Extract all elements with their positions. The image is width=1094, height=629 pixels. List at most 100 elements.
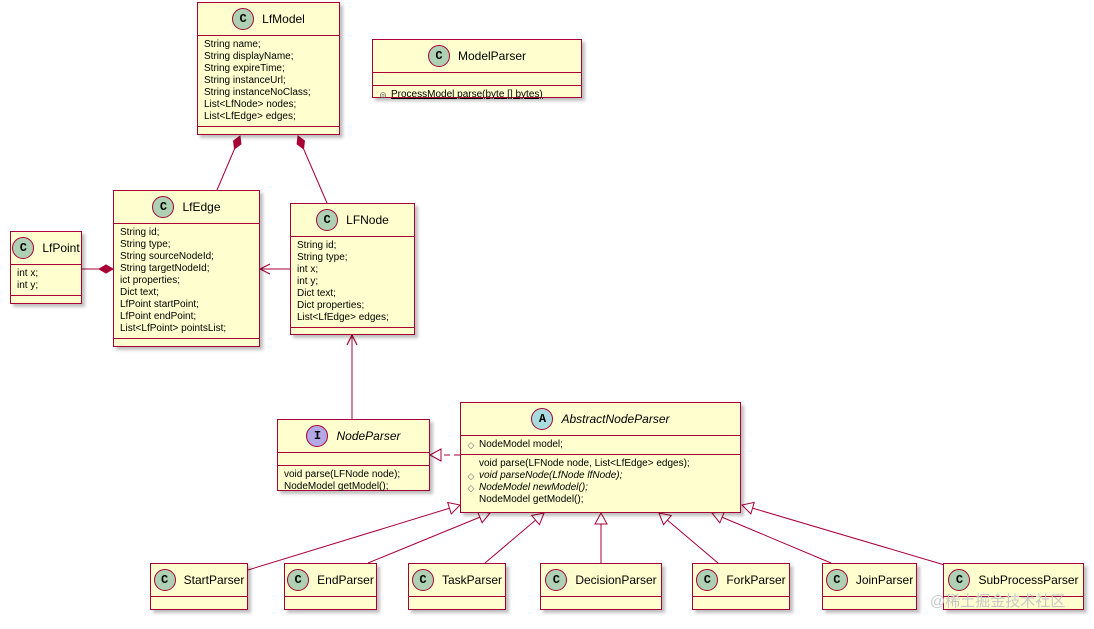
method-signature: void parse(LFNode node, List<LfEdge> edg… bbox=[479, 458, 690, 469]
class-modelparser: C ModelParser ⊚ ProcessModel parse(byte … bbox=[372, 39, 582, 101]
class-taskparser: C TaskParser bbox=[408, 563, 506, 610]
fields-section bbox=[409, 597, 505, 609]
class-badge-icon: C bbox=[232, 8, 255, 30]
protected-icon: ◇ bbox=[467, 483, 475, 493]
class-startparser: C StartParser bbox=[150, 563, 248, 610]
field-row: Dict text; bbox=[120, 287, 159, 298]
method-signature: NodeModel newModel(); bbox=[479, 482, 588, 493]
class-header: A AbstractNodeParser bbox=[461, 403, 740, 436]
class-badge-icon: C bbox=[316, 209, 339, 231]
field-row: ict properties; bbox=[120, 275, 181, 286]
class-name: NodeParser bbox=[336, 429, 401, 443]
class-name: JoinParser bbox=[855, 573, 914, 587]
class-header: C LfPoint bbox=[11, 232, 81, 265]
class-name: StartParser bbox=[183, 573, 245, 587]
fields-section bbox=[151, 597, 247, 609]
field-row: String expireTime; bbox=[204, 63, 285, 74]
class-header: I NodeParser bbox=[278, 420, 429, 453]
class-name: DecisionParser bbox=[575, 573, 657, 587]
methods-section bbox=[198, 127, 339, 139]
field-row: Dict properties; bbox=[297, 300, 365, 311]
fields-section bbox=[373, 73, 581, 86]
fields-section bbox=[278, 453, 429, 466]
field-row: List<LfEdge> edges; bbox=[204, 111, 296, 122]
fields-section: String name; String displayName; String … bbox=[198, 36, 339, 127]
methods-section bbox=[291, 328, 414, 340]
field-row: String displayName; bbox=[204, 51, 294, 62]
class-lfnode: C LFNode String id; String type; int x; … bbox=[290, 203, 415, 335]
field-text: NodeModel model; bbox=[479, 439, 563, 450]
method-row: NodeModel getModel(); bbox=[467, 494, 734, 506]
fields-section bbox=[285, 597, 376, 609]
class-header: C ForkParser bbox=[693, 564, 789, 597]
class-endparser: C EndParser bbox=[284, 563, 377, 610]
inherit-startparser bbox=[247, 501, 461, 571]
protected-icon: ◇ bbox=[467, 440, 475, 450]
field-row: List<LfNode> nodes; bbox=[204, 99, 297, 110]
methods-section bbox=[11, 296, 81, 308]
class-name: SubProcessParser bbox=[978, 573, 1079, 587]
class-header: C LfEdge bbox=[114, 191, 259, 224]
class-subprocessparser: C SubProcessParser bbox=[943, 563, 1084, 610]
field-row: int x; bbox=[297, 264, 319, 275]
class-badge-icon: C bbox=[545, 569, 568, 591]
inherit-taskparser bbox=[484, 512, 545, 564]
class-badge-icon: C bbox=[427, 45, 450, 67]
watermark: @稀土掘金技术社区 bbox=[930, 593, 1066, 610]
class-badge-icon: C bbox=[152, 196, 175, 218]
class-name: EndParser bbox=[317, 573, 374, 587]
method-row: ◇ void parseNode(LfNode lfNode); bbox=[467, 470, 734, 482]
fields-section: String id; String type; int x; int y; Di… bbox=[291, 237, 414, 328]
class-forkparser: C ForkParser bbox=[692, 563, 790, 610]
methods-section bbox=[114, 339, 259, 351]
inherit-endparser bbox=[367, 511, 491, 564]
field-row: String id; bbox=[120, 227, 160, 238]
class-header: C JoinParser bbox=[823, 564, 916, 597]
fields-section bbox=[693, 597, 789, 609]
field-row: String targetNodeId; bbox=[120, 263, 210, 274]
class-badge-icon: C bbox=[948, 569, 971, 591]
class-header: C LFNode bbox=[291, 204, 414, 237]
field-row: String name; bbox=[204, 39, 261, 50]
method-row: ◇ NodeModel newModel(); bbox=[467, 482, 734, 494]
field-row: int y; bbox=[17, 280, 39, 291]
class-joinparser: C JoinParser bbox=[822, 563, 917, 610]
class-lfpoint: C LfPoint int x; int y; bbox=[10, 231, 82, 304]
fields-section: int x; int y; bbox=[11, 265, 81, 296]
field-row: String type; bbox=[120, 239, 171, 250]
inherit-forkparser bbox=[658, 512, 719, 564]
protected-icon: ◇ bbox=[467, 471, 475, 481]
class-name: TaskParser bbox=[441, 573, 503, 587]
interface-nodeparser: I NodeParser void parse(LFNode node); No… bbox=[277, 419, 430, 492]
field-row: String id; bbox=[297, 240, 337, 251]
method-row: void parse(LFNode node); bbox=[284, 469, 401, 480]
class-badge-icon: C bbox=[287, 569, 310, 591]
class-badge-icon: C bbox=[696, 569, 719, 591]
class-name: LFNode bbox=[346, 213, 389, 227]
field-row: String type; bbox=[297, 252, 348, 263]
field-row: LfPoint startPoint; bbox=[120, 299, 199, 310]
method-row: NodeModel getModel(); bbox=[284, 481, 389, 492]
class-name: LfPoint bbox=[42, 241, 80, 255]
fields-section bbox=[541, 597, 661, 609]
inherit-joinparser bbox=[711, 511, 832, 564]
method-row: ⊚ ProcessModel parse(byte [] bytes) bbox=[379, 89, 575, 101]
class-badge-icon: C bbox=[153, 569, 176, 591]
field-row: ◇ NodeModel model; bbox=[467, 439, 734, 451]
fields-section: String id; String type; String sourceNod… bbox=[114, 224, 259, 339]
field-row: Dict text; bbox=[297, 288, 336, 299]
class-name: AbstractNodeParser bbox=[561, 412, 670, 426]
method-signature: void parseNode(LfNode lfNode); bbox=[479, 470, 623, 481]
class-badge-icon: C bbox=[825, 569, 848, 591]
class-header: C LfModel bbox=[198, 3, 339, 36]
fields-section: ◇ NodeModel model; bbox=[461, 436, 740, 455]
field-row: List<LfEdge> edges; bbox=[297, 312, 389, 323]
field-row: int x; bbox=[17, 268, 39, 279]
class-badge-icon: C bbox=[411, 569, 434, 591]
class-header: C ModelParser bbox=[373, 40, 581, 73]
field-row: List<LfPoint> pointsList; bbox=[120, 323, 227, 334]
class-badge-icon: C bbox=[12, 237, 35, 259]
methods-section: void parse(LFNode node); NodeModel getMo… bbox=[278, 466, 429, 496]
class-header: C TaskParser bbox=[409, 564, 505, 597]
